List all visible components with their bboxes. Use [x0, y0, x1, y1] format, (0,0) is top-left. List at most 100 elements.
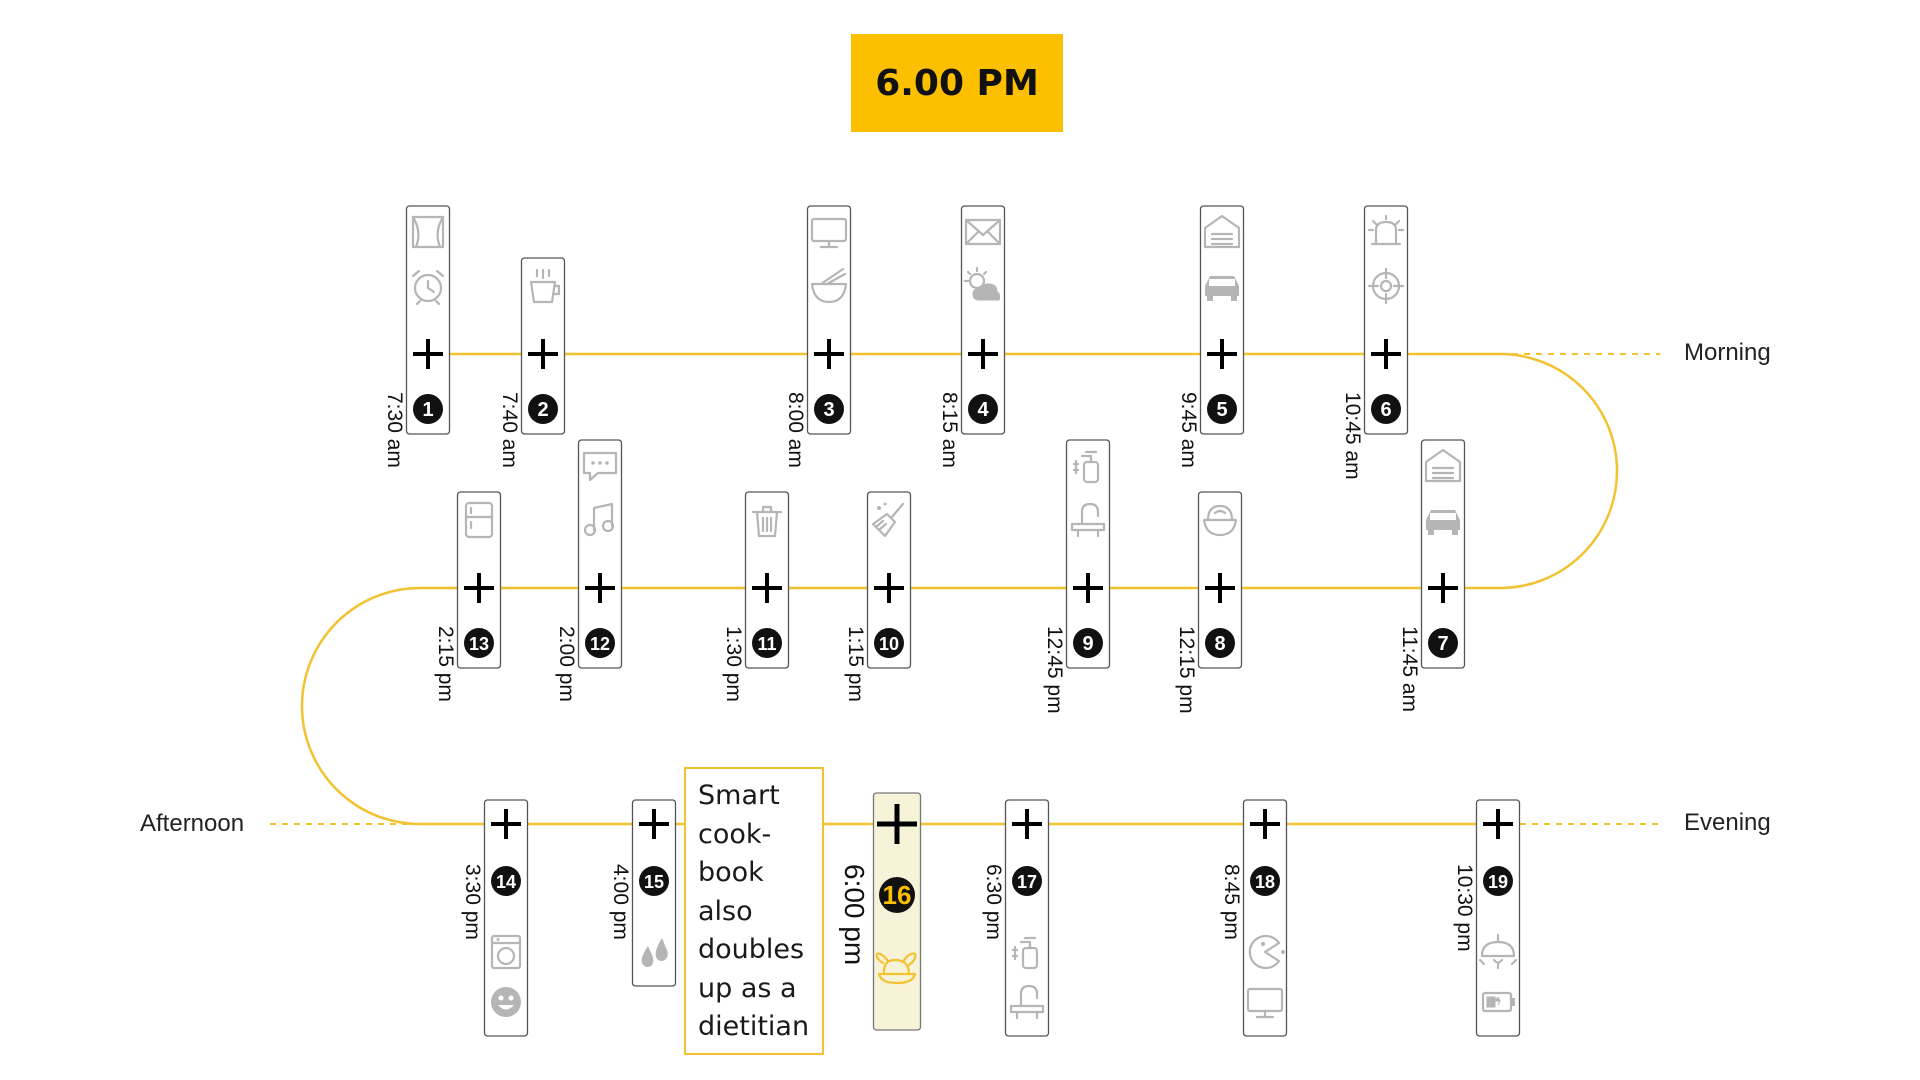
stop-card[interactable]: 912:45 pm	[1043, 439, 1111, 714]
step-badge	[491, 866, 521, 896]
stop-card-frame	[483, 799, 529, 1037]
add-icon[interactable]	[752, 573, 782, 603]
stop-card[interactable]: 48:15 am	[938, 205, 1006, 468]
garage-icon	[1203, 214, 1241, 249]
morning-label: Morning	[1684, 339, 1771, 366]
callout-line: book	[698, 857, 764, 888]
add-icon[interactable]	[1483, 809, 1513, 839]
add-icon[interactable]	[1428, 573, 1458, 603]
stop-card[interactable]: 38:00 am	[784, 205, 852, 468]
monitor-icon	[810, 217, 848, 249]
step-number: 19	[1488, 872, 1508, 892]
step-badge	[413, 394, 443, 424]
stop-card-frame	[1475, 799, 1521, 1037]
stop-card[interactable]: 610:45 am	[1341, 205, 1409, 480]
step-number: 1	[422, 399, 433, 421]
step-badge	[874, 628, 904, 658]
stop-card[interactable]: 11 1:30 pm	[722, 491, 790, 702]
add-icon[interactable]	[491, 809, 521, 839]
target-icon	[1367, 267, 1405, 305]
step-number: 11	[757, 634, 776, 654]
stop-card[interactable]: 711:45 am	[1398, 439, 1466, 712]
stop-card[interactable]: 17 6:30 pm	[982, 799, 1050, 1037]
step-number: 15	[644, 872, 664, 892]
add-icon[interactable]	[528, 339, 558, 369]
stop-card[interactable]: 154:00 pm	[609, 799, 677, 987]
step-number: 13	[469, 634, 489, 654]
add-icon[interactable]	[1012, 809, 1042, 839]
stop-time-label: 2:00 pm	[555, 626, 578, 702]
dietitian-callout: Smart cook- book also doubles up as a di…	[684, 767, 824, 1055]
stop-card[interactable]: 132:15 pm	[434, 491, 502, 702]
add-icon[interactable]	[968, 339, 998, 369]
stop-card[interactable]: 19 10:30 pm	[1453, 799, 1521, 1037]
step-badge	[639, 866, 669, 896]
step-badge	[528, 394, 558, 424]
soap-dispenser-icon	[1072, 450, 1100, 484]
stop-card[interactable]: 122:00 pm	[555, 439, 623, 702]
soap-dispenser-icon	[1011, 936, 1039, 970]
stop-card[interactable]: 188:45 pm	[1220, 799, 1288, 1037]
food-bowl-icon	[1202, 504, 1238, 537]
add-icon[interactable]	[1205, 573, 1235, 603]
callout-line: doubles	[698, 934, 805, 965]
add-icon[interactable]	[1250, 809, 1280, 839]
water-drops-icon	[641, 938, 668, 967]
pacman-icon	[1248, 934, 1285, 970]
step-badge	[814, 394, 844, 424]
add-icon[interactable]	[1371, 339, 1401, 369]
monitor-icon	[1246, 987, 1284, 1019]
stop-time-label: 7:40 am	[498, 392, 521, 468]
stop-time-label: 11:45 am	[1398, 626, 1421, 712]
stop-time-label: 3:30 pm	[461, 864, 484, 940]
step-number: 14	[496, 872, 516, 892]
weather-icon	[963, 266, 1001, 301]
stop-card[interactable]: 101:15 pm	[844, 491, 912, 702]
current-time-banner: 6.00 PM	[851, 34, 1063, 132]
evening-label: Evening	[1684, 809, 1771, 836]
stop-card-frame	[1004, 799, 1050, 1037]
add-icon[interactable]	[464, 573, 494, 603]
sink-icon	[1070, 502, 1106, 538]
stop-card-frame	[1242, 799, 1288, 1037]
stop-time-label: 10:45 am	[1341, 392, 1364, 480]
stop-card-frame	[1065, 439, 1111, 669]
stop-time-label: 6:30 pm	[982, 864, 1005, 940]
stop-card[interactable]: 17:30 am	[383, 205, 451, 468]
stop-card[interactable]: 166:00 pm	[839, 792, 922, 1031]
stop-card-frame	[806, 205, 852, 435]
step-number: 16	[883, 880, 912, 910]
step-badge	[1073, 628, 1103, 658]
callout-line: dietitian	[698, 1011, 810, 1042]
stop-card[interactable]: 27:40 am	[498, 257, 566, 468]
stop-cards: 17:30 am 27:40 am 38:00 am 48:15 am 59:45 am…	[383, 205, 1521, 1037]
stop-card-frame	[1420, 439, 1466, 669]
stop-time-label: 10:30 pm	[1453, 864, 1476, 952]
add-icon[interactable]	[877, 804, 917, 844]
add-icon[interactable]	[413, 339, 443, 369]
step-number: 17	[1017, 872, 1037, 892]
music-note-icon	[583, 502, 615, 537]
stop-card[interactable]: 59:45 am	[1177, 205, 1245, 468]
step-badge	[968, 394, 998, 424]
refrigerator-icon	[464, 501, 494, 539]
noodle-bowl-icon	[810, 267, 848, 304]
add-icon[interactable]	[1207, 339, 1237, 369]
add-icon[interactable]	[814, 339, 844, 369]
step-badge	[585, 628, 615, 658]
stop-card-frame	[960, 205, 1006, 435]
step-number: 18	[1255, 872, 1275, 892]
step-badge	[464, 628, 494, 658]
trash-can-icon	[751, 505, 783, 538]
stop-card[interactable]: 812:15 pm	[1175, 491, 1243, 714]
stop-card[interactable]: 14 3:30 pm	[461, 799, 529, 1037]
stop-time-label: 1:30 pm	[722, 626, 745, 702]
add-icon[interactable]	[1073, 573, 1103, 603]
add-icon[interactable]	[639, 809, 669, 839]
step-number: 5	[1216, 399, 1227, 421]
smiley-icon	[491, 987, 521, 1017]
callout-line: up as a	[698, 972, 797, 1004]
step-number: 10	[879, 634, 899, 654]
add-icon[interactable]	[874, 573, 904, 603]
add-icon[interactable]	[585, 573, 615, 603]
